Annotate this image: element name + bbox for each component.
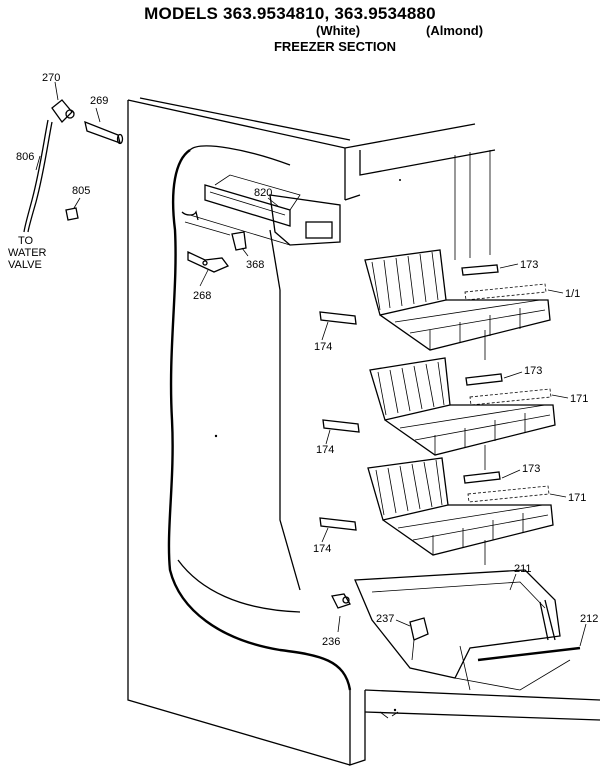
cabinet-left-wall [127,100,351,766]
cabinet-bottom-rail [364,711,601,721]
label-368: 368 [246,259,264,271]
basket-middle-floor [384,404,556,456]
label-173-upper: 173 [520,259,538,271]
cabinet-top-corner [344,194,361,201]
label-171-middle: 171 [570,393,588,405]
slide-173-lower-icon [463,471,501,484]
diagram-title: MODELS 363.9534810, 363.9534880 [144,4,436,23]
label-212: 212 [580,613,598,625]
section-title: FREEZER SECTION [273,39,397,54]
roller-237-icon [409,617,429,641]
variant-white-label: (White) [316,23,361,38]
liner-inner-edge [269,229,301,591]
arm-268-icon [187,250,230,273]
slide-173-middle-icon [465,373,503,386]
liner-top-cutaway [189,145,291,166]
shelf-slides [319,263,569,543]
bottom-bin [331,569,587,691]
ice-maker-820-icon [269,194,341,246]
label-237: 237 [376,613,394,625]
fitting-270-icon [51,99,73,124]
cabinet-bottom-edge [364,689,601,701]
cabinet-top-edge [127,99,476,149]
cabinet-top-rear [359,149,496,176]
ice-maker-mold-icon [204,184,291,227]
label-174-middle: 174 [316,444,334,456]
label-805: 805 [72,185,90,197]
label-270: 270 [42,72,60,84]
water-tube-806-icon [23,119,49,233]
basket-lower-floor [382,504,554,556]
label-to-water-valve-3: VALVE [8,259,42,271]
basket-upper-back [364,249,447,316]
slide-174-lower-icon [319,517,357,531]
ice-maker-assembly [181,174,341,287]
label-820: 820 [254,187,272,199]
label-173-middle: 173 [524,365,542,377]
bracket-368-icon [231,231,247,251]
tube-269-icon [84,120,121,145]
label-806: 806 [16,151,34,163]
wire-basket-middle [369,357,556,456]
bin-211-icon [354,569,561,679]
fill-cup-icon [181,210,199,221]
label-to-water-valve-2: WATER [8,247,47,259]
cabinet-bottom-front [349,690,366,766]
floor-clip [379,711,399,719]
rail-171-lower-icon [467,485,550,503]
water-line-parts [23,81,124,233]
label-to-water-valve-1: TO [18,235,34,247]
label-171-upper: 1/1 [565,288,580,300]
slide-173-upper-icon [461,264,499,276]
label-173-lower: 173 [522,463,540,475]
rear-rail-top [454,150,491,260]
label-174-lower: 174 [313,543,331,555]
freezer-cabinet [127,97,601,766]
label-269: 269 [90,95,108,107]
label-174-upper: 174 [314,341,332,353]
label-211: 211 [514,563,532,575]
wire-basket-upper [364,249,551,351]
slide-174-upper-icon [319,311,357,325]
rail-171-middle-icon [469,388,552,406]
label-236: 236 [322,636,340,648]
liner-bottom-curve [177,559,301,613]
variant-almond-label: (Almond) [426,23,484,38]
rail-171-upper-icon [464,283,547,301]
basket-upper-floor [379,299,551,351]
roller-236-icon [331,593,351,609]
label-171-lower: 171 [568,492,586,504]
label-268: 268 [193,290,211,302]
cabinet-top-inner [139,97,351,141]
cabinet-liner-cutaway [167,149,352,691]
handle-212-icon [477,646,581,662]
clip-805-icon [65,207,79,221]
wire-basket-lower [367,457,554,556]
slide-174-middle-icon [322,419,360,433]
